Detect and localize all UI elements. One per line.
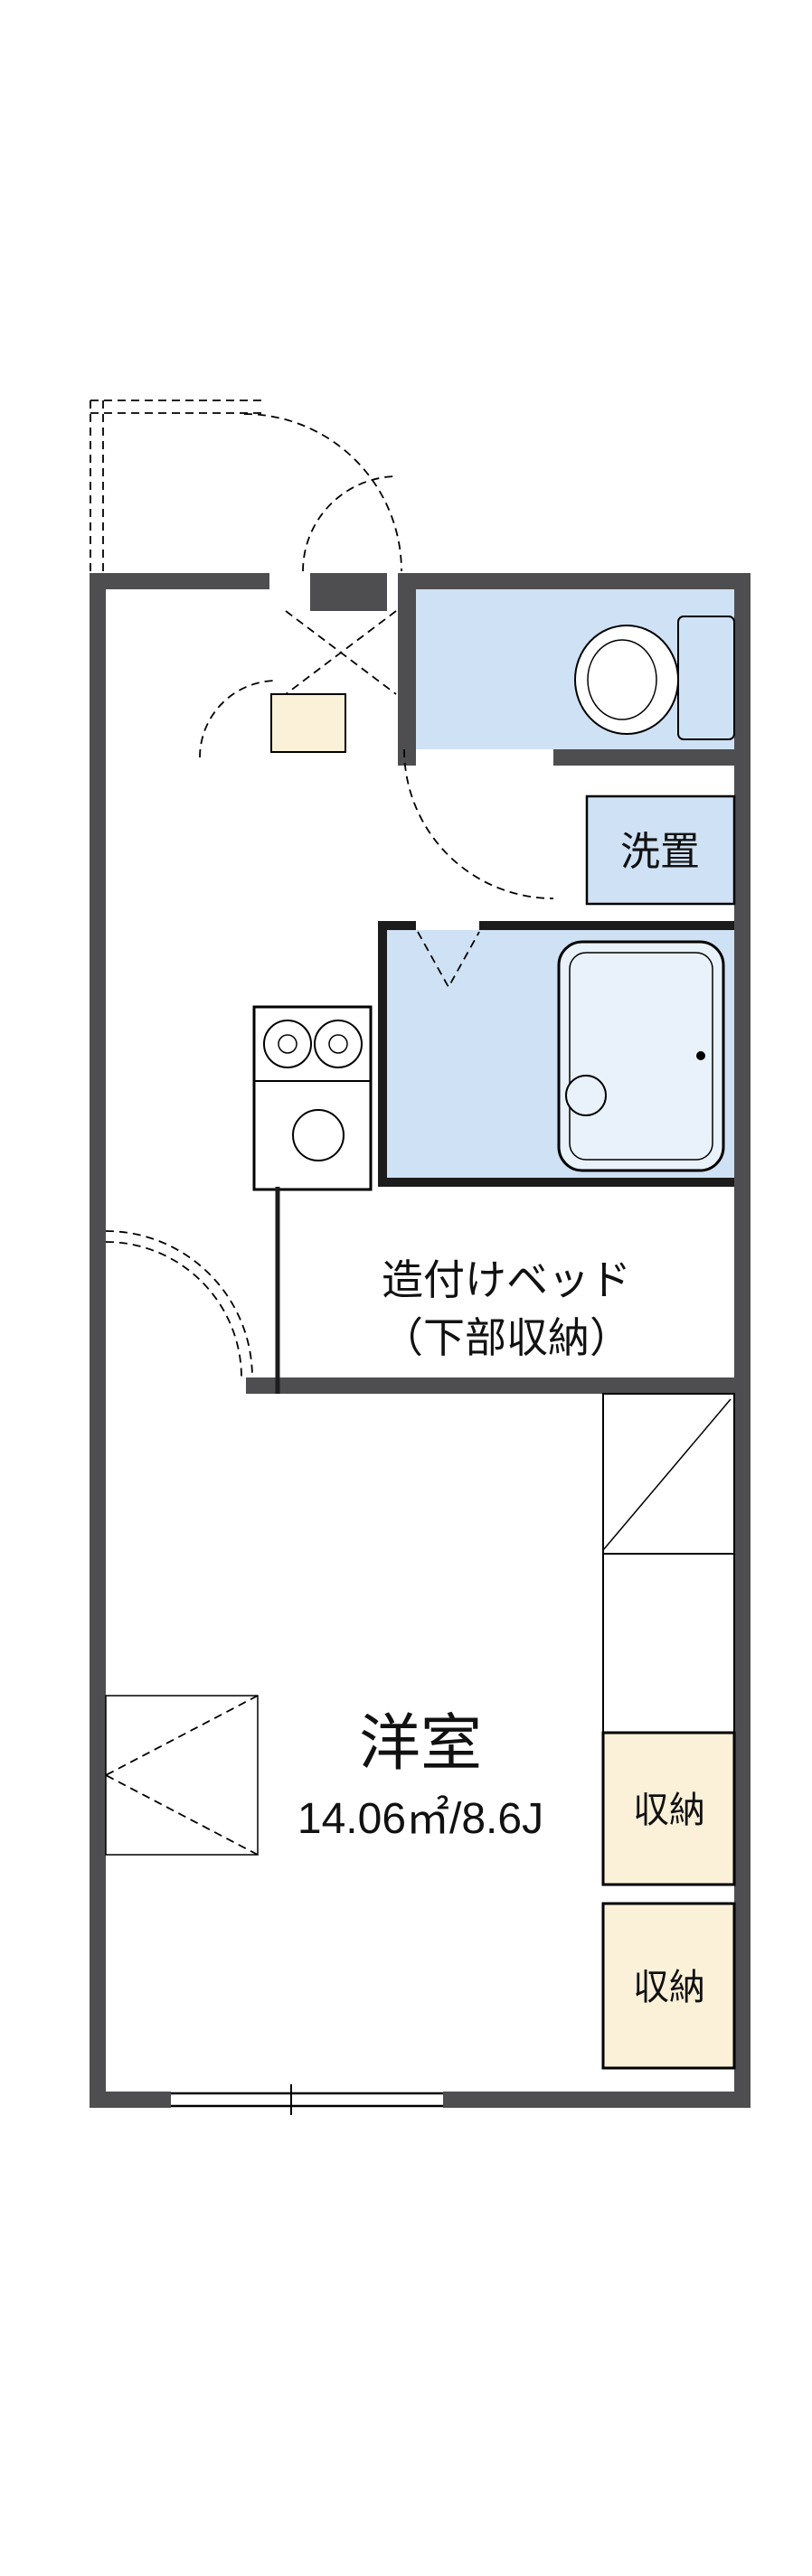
built-in-bed-area: 造付けベッド （下部収納） [275,1187,631,1394]
toilet-bottom-wall [553,749,734,766]
bed-label-line2: （下部収納） [382,1314,631,1361]
window-opening [171,2092,443,2108]
bathtub-drain [565,1075,607,1116]
right-wall [734,573,751,2108]
stove-burner-left-center [278,1034,297,1054]
top-wall-right-segment [416,573,751,589]
shoe-box [270,693,346,753]
bed-label-line1: 造付けベッド [382,1256,631,1303]
kitchen-counter [252,1005,373,1191]
genkan-area [199,610,397,758]
toilet-door-swing-arc [403,748,554,899]
bath-top-wall-left [378,921,416,930]
room-door-swing-arc-inner [105,1241,242,1378]
top-wall-left-segment [90,573,269,589]
genkan-cross-dashed-2 [285,610,397,695]
main-room: 洋室 14.06㎡/8.6J [105,1230,543,1856]
storage-upper-box [601,1731,736,1886]
bathtub-faucet-dot [696,1051,705,1060]
room-area-label: 14.06㎡/8.6J [297,1795,543,1843]
bath-folding-door [417,931,480,989]
entry-wall-stub [310,573,387,611]
bath-left-wall [378,921,387,1187]
room-name-label: 洋室 [359,1709,482,1778]
entry-door-swing-arc-large [243,413,402,572]
bottom-window [171,2084,443,2115]
storage-lower-label: 収納 [633,1968,705,2007]
entry-inner-door-arc [199,680,278,758]
toilet-room [403,589,735,899]
bathroom [378,921,734,1187]
washer-space: 洗置 [585,794,736,906]
storage-upper-label: 収納 [633,1791,705,1830]
appliance-space-diagonal [602,1398,732,1551]
bathtub-outer [557,940,725,1172]
lower-open-space [602,1553,735,1734]
closet-symbol-diagonal-top [105,1695,259,1776]
toilet-bowl [574,625,679,735]
bath-top-wall-right [479,921,734,930]
bathtub-inner [569,952,713,1161]
entry-door-swing-arc-small [302,475,399,572]
bed-bottom-wall [246,1377,734,1394]
storage-column: 収納 収納 [601,1393,736,2070]
stove-burner-right-center [328,1034,348,1054]
washer-box [585,794,736,906]
room-door-swing-arc-outer [105,1230,253,1378]
kitchen-unit [252,1005,373,1191]
entrance-porch [90,400,402,573]
toilet-seat [587,639,657,720]
storage-lower-box [601,1902,736,2070]
stove-burner-left [263,1020,312,1068]
kitchen-sink [292,1109,345,1161]
closet-symbol-diagonal-bottom [105,1774,259,1856]
bath-bottom-wall [378,1178,734,1187]
closet-symbol-box [105,1695,259,1856]
left-wall [90,573,106,2108]
stove-burner-right [314,1020,363,1068]
toilet-divider-wall [398,573,416,766]
washer-label: 洗置 [620,830,700,874]
